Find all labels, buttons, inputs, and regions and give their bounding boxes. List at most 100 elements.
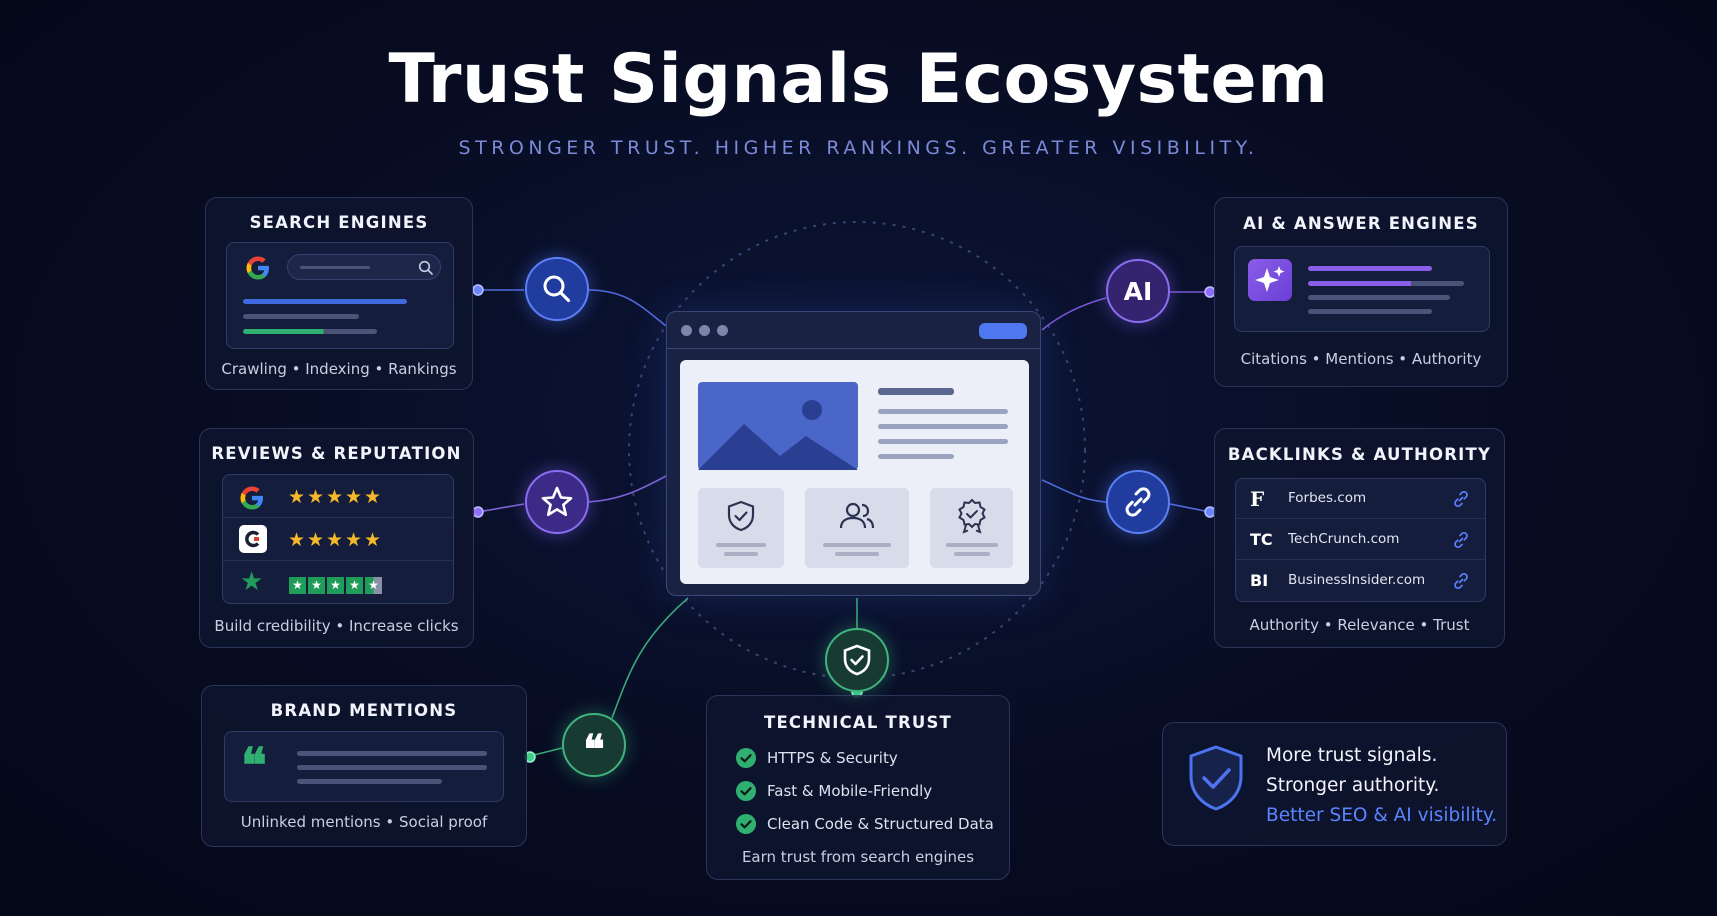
sparkle-icon (1248, 259, 1292, 301)
connector-ai (1041, 291, 1210, 331)
feature-card-users (805, 488, 909, 568)
result-title-line (243, 299, 407, 304)
backlinks-title: BACKLINKS & AUTHORITY (1227, 445, 1492, 464)
backlink-site-name: Forbes.com (1288, 490, 1367, 506)
connector-search (478, 289, 667, 327)
card-caption-line (946, 543, 998, 547)
check-circle-icon (736, 781, 756, 801)
content-text-line (878, 454, 954, 459)
result-url-line (243, 329, 377, 334)
shield-check-icon (843, 644, 871, 676)
search-bar[interactable] (287, 254, 441, 280)
businessinsider-logo-icon: BI (1250, 571, 1269, 590)
review-site-logo-icon (239, 525, 267, 553)
connector-reviews (477, 475, 667, 513)
quote-icon: ❝ (583, 726, 605, 773)
technical-trust-panel: TECHNICAL TRUST HTTPS & Security Fast & … (706, 695, 1010, 880)
ai-engines-caption: Citations • Mentions • Authority (1240, 350, 1482, 368)
technical-item-label: Fast & Mobile-Friendly (767, 782, 933, 800)
link-icon[interactable] (1451, 571, 1471, 591)
card-caption-line (823, 543, 891, 547)
content-heading-line (878, 388, 954, 395)
ai-node-label: AI (1123, 276, 1153, 306)
page-title: Trust Signals Ecosystem (388, 40, 1329, 119)
quote-line (297, 779, 442, 784)
backlinks-node[interactable] (1106, 470, 1170, 534)
browser-action-button[interactable] (979, 323, 1027, 339)
connector-dot-reviews (472, 506, 484, 518)
reviews-caption: Build credibility • Increase clicks (214, 617, 459, 635)
brand-mentions-node[interactable]: ❝ (562, 713, 626, 777)
quote-icon: ❝ (241, 738, 267, 794)
brand-mentions-title: BRAND MENTIONS (270, 701, 458, 720)
reviews-list: ★★★★★ ★★★★★ ★ ★★★★★ (222, 474, 454, 604)
content-text-line (878, 424, 1008, 429)
browser-dot (681, 325, 692, 336)
webpage-content (680, 360, 1029, 584)
brand-mentions-panel: BRAND MENTIONS ❝ Unlinked mentions • Soc… (201, 685, 527, 847)
technical-item-label: HTTPS & Security (767, 749, 898, 767)
browser-dot (717, 325, 728, 336)
connector-mentions (529, 597, 689, 757)
backlinks-panel: BACKLINKS & AUTHORITY F Forbes.com TC Te… (1214, 428, 1505, 648)
review-row-google: ★★★★★ (223, 475, 453, 518)
browser-divider (667, 348, 1040, 349)
summary-line-3: Better SEO & AI visibility. (1266, 805, 1498, 826)
magnifier-icon (543, 275, 571, 303)
ai-engines-panel: AI & ANSWER ENGINES Citations • Mentions… (1214, 197, 1508, 387)
forbes-logo-icon: F (1250, 487, 1265, 511)
connector-backlinks (1041, 479, 1211, 513)
review-row-capterra: ★★★★★ (223, 518, 453, 561)
mention-quote-card: ❝ (224, 731, 504, 802)
quote-line (297, 751, 487, 756)
search-result-mockup (226, 242, 454, 349)
search-engines-title: SEARCH ENGINES (249, 213, 429, 232)
orbit-ring (628, 221, 1086, 679)
backlink-row-businessinsider[interactable]: BI BusinessInsider.com (1236, 561, 1485, 601)
search-icon (418, 260, 433, 275)
content-text-line (878, 439, 1008, 444)
summary-line-1: More trust signals. (1266, 745, 1438, 766)
card-caption-line (835, 552, 879, 556)
brand-mentions-caption: Unlinked mentions • Social proof (240, 813, 488, 831)
link-icon[interactable] (1451, 489, 1471, 509)
search-node[interactable] (525, 257, 589, 321)
backlink-row-techcrunch[interactable]: TC TechCrunch.com (1236, 520, 1485, 560)
card-caption-line (954, 552, 990, 556)
backlink-site-name: TechCrunch.com (1288, 531, 1400, 547)
technical-trust-title: TECHNICAL TRUST (763, 713, 953, 732)
ai-answer-line (1308, 266, 1432, 271)
reviews-title: REVIEWS & REPUTATION (211, 444, 462, 463)
ai-answer-line (1308, 309, 1432, 314)
feature-card-security (698, 488, 784, 568)
technical-trust-caption: Earn trust from search engines (741, 848, 975, 866)
search-bar-placeholder-line (300, 266, 370, 269)
users-icon (839, 502, 875, 529)
ai-node[interactable]: AI (1106, 259, 1170, 323)
search-engines-caption: Crawling • Indexing • Rankings (221, 360, 457, 378)
result-text-line (243, 314, 359, 319)
techcrunch-logo-icon: TC (1250, 530, 1273, 549)
five-star-rating: ★★★★★ (287, 529, 382, 551)
technical-trust-node[interactable] (825, 628, 889, 692)
ai-engines-title: AI & ANSWER ENGINES (1243, 214, 1479, 233)
shield-icon (727, 500, 755, 532)
summary-line-2: Stronger authority. (1266, 775, 1440, 796)
backlink-row-forbes[interactable]: F Forbes.com (1236, 479, 1485, 519)
ai-answer-mockup (1234, 246, 1490, 332)
reviews-panel: REVIEWS & REPUTATION ★★★★★ ★★★★★ ★ ★★★★★ (199, 428, 474, 648)
five-star-rating: ★★★★★ (287, 486, 382, 508)
reviews-node[interactable] (525, 470, 589, 534)
review-row-trustpilot: ★ ★★★★★ (223, 561, 453, 604)
star-outline-icon (541, 486, 573, 517)
trustpilot-star-icon: ★ (240, 567, 264, 597)
backlinks-caption: Authority • Relevance • Trust (1249, 616, 1470, 634)
image-placeholder-icon (698, 382, 858, 470)
google-logo-icon (240, 486, 263, 510)
content-text-line (878, 409, 1008, 414)
link-icon[interactable] (1451, 530, 1471, 550)
connector-dot-search (472, 284, 484, 296)
backlinks-list: F Forbes.com TC TechCrunch.com BI Busine… (1235, 478, 1486, 602)
quote-line (297, 765, 487, 770)
